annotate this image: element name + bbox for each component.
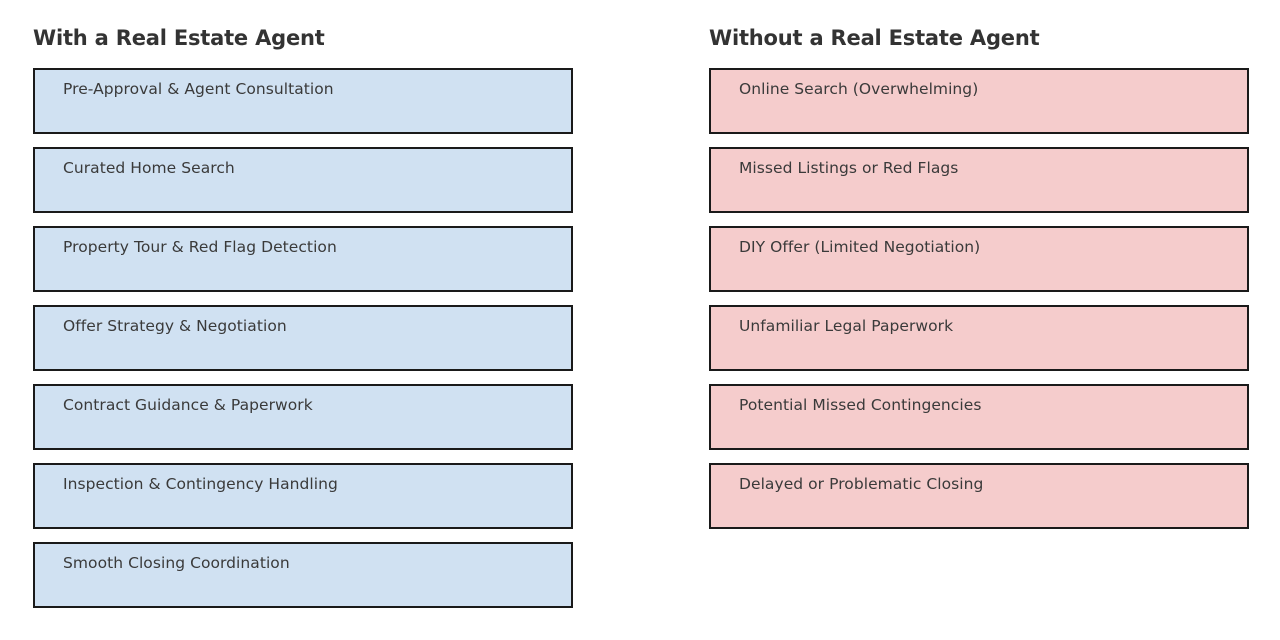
step-label: Curated Home Search	[63, 159, 235, 177]
step-box[interactable]: Curated Home Search	[33, 147, 573, 213]
step-box[interactable]: Potential Missed Contingencies	[709, 384, 1249, 450]
step-label: Online Search (Overwhelming)	[739, 80, 979, 98]
step-box[interactable]: Inspection & Contingency Handling	[33, 463, 573, 529]
step-label: Potential Missed Contingencies	[739, 396, 982, 414]
step-label: Delayed or Problematic Closing	[739, 475, 984, 493]
step-box[interactable]: Online Search (Overwhelming)	[709, 68, 1249, 134]
step-label: DIY Offer (Limited Negotiation)	[739, 238, 981, 256]
step-box[interactable]: Pre-Approval & Agent Consultation	[33, 68, 573, 134]
step-label: Unfamiliar Legal Paperwork	[739, 317, 954, 335]
step-box[interactable]: Delayed or Problematic Closing	[709, 463, 1249, 529]
step-label: Property Tour & Red Flag Detection	[63, 238, 337, 256]
step-label: Pre-Approval & Agent Consultation	[63, 80, 334, 98]
step-box[interactable]: Contract Guidance & Paperwork	[33, 384, 573, 450]
step-label: Offer Strategy & Negotiation	[63, 317, 287, 335]
step-box[interactable]: Offer Strategy & Negotiation	[33, 305, 573, 371]
column-title-without-agent: Without a Real Estate Agent	[709, 26, 1040, 50]
step-box[interactable]: Unfamiliar Legal Paperwork	[709, 305, 1249, 371]
step-box[interactable]: DIY Offer (Limited Negotiation)	[709, 226, 1249, 292]
column-title-with-agent: With a Real Estate Agent	[33, 26, 325, 50]
step-label: Smooth Closing Coordination	[63, 554, 290, 572]
step-list-with-agent: Pre-Approval & Agent Consultation Curate…	[33, 68, 573, 608]
step-label: Missed Listings or Red Flags	[739, 159, 959, 177]
step-list-without-agent: Online Search (Overwhelming) Missed List…	[709, 68, 1249, 529]
step-box[interactable]: Property Tour & Red Flag Detection	[33, 226, 573, 292]
step-box[interactable]: Missed Listings or Red Flags	[709, 147, 1249, 213]
step-label: Inspection & Contingency Handling	[63, 475, 338, 493]
step-label: Contract Guidance & Paperwork	[63, 396, 313, 414]
step-box[interactable]: Smooth Closing Coordination	[33, 542, 573, 608]
